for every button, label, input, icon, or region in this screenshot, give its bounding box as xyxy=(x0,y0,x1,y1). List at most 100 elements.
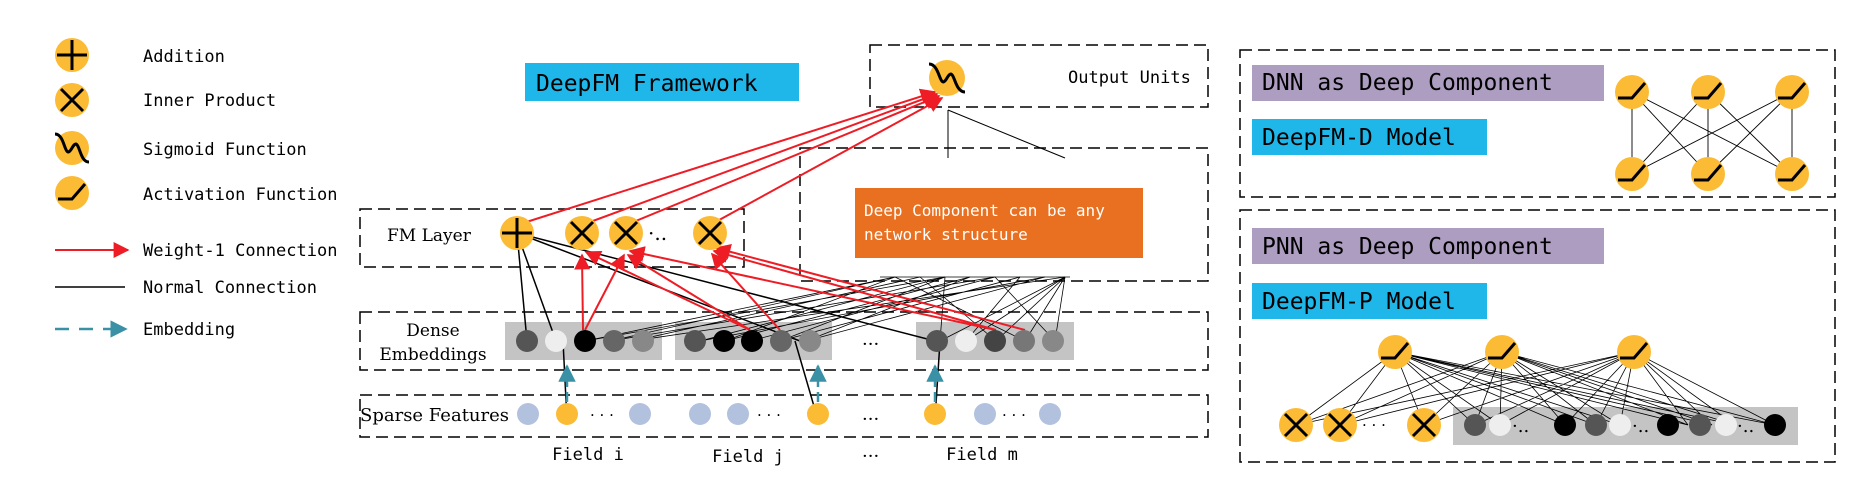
pnn-ellipsis: · · · xyxy=(1362,416,1386,434)
embedding-node xyxy=(632,330,654,352)
embedding-node xyxy=(574,330,596,352)
legend: Addition Inner Product Sigmoid Function … xyxy=(54,38,337,340)
sparse-node xyxy=(517,403,539,425)
embedding-node xyxy=(955,330,977,352)
fm-layer-box xyxy=(359,208,745,268)
activation-icon xyxy=(55,176,89,210)
fm-layer-label: FM Layer xyxy=(387,226,472,246)
dnn-title: DNN as Deep Component xyxy=(1262,70,1553,96)
pnn-title: PNN as Deep Component xyxy=(1262,234,1553,260)
embedding-node xyxy=(545,330,567,352)
legend-normal-label: Normal Connection xyxy=(143,278,317,298)
pnn-embedding-node xyxy=(1689,414,1711,436)
embedding-node xyxy=(926,330,948,352)
weight1-to-output xyxy=(516,88,944,226)
output-units-label: Output Units xyxy=(1068,68,1191,88)
pnn-embedding-node xyxy=(1657,414,1679,436)
dnn-model-box xyxy=(1252,119,1487,155)
pnn-embedding-node xyxy=(1554,414,1576,436)
sparse-node xyxy=(629,403,651,425)
dnn-connections xyxy=(1631,91,1793,175)
pnn-embedding-node xyxy=(1585,414,1607,436)
sparse-ellipsis: · · · xyxy=(1002,406,1026,424)
hidden-line-2 xyxy=(947,109,1066,159)
dnn-activation-node xyxy=(1775,75,1809,109)
weight1-embed-to-fm xyxy=(574,243,1026,331)
fm-inner-product-node xyxy=(693,216,727,250)
legend-inner-product-label: Inner Product xyxy=(143,91,276,111)
framework-title: DeepFM Framework xyxy=(536,71,758,97)
sparse-node xyxy=(974,403,996,425)
deep-note-line1: Deep Component can be any xyxy=(864,201,1105,220)
inner-product-icon xyxy=(55,83,89,117)
pnn-activation-node xyxy=(1485,335,1519,369)
sparse-node-active xyxy=(807,403,829,425)
embedding-node xyxy=(984,330,1006,352)
pnn-embedding-node xyxy=(1764,414,1786,436)
embedding-node xyxy=(603,330,625,352)
embedding-node xyxy=(770,330,792,352)
pnn-model-label: DeepFM-P Model xyxy=(1262,289,1456,315)
embedding-node xyxy=(684,330,706,352)
pnn-embedding-node xyxy=(1489,414,1511,436)
sparse-node-active xyxy=(924,403,946,425)
pnn-inner-product-node xyxy=(1279,408,1313,442)
pnn-embed-ellipsis: ·.. xyxy=(1632,416,1649,437)
embedding-node xyxy=(799,330,821,352)
fm-inner-product-node xyxy=(609,216,643,250)
sparse-ellipsis: · · · xyxy=(757,406,781,424)
sigmoid-icon xyxy=(54,131,90,165)
legend-activation-label: Activation Function xyxy=(143,185,337,205)
dnn-model-label: DeepFM-D Model xyxy=(1262,125,1456,151)
deep-input-connections xyxy=(584,276,1070,342)
dnn-panel-box xyxy=(1239,49,1836,198)
dnn-activation-node xyxy=(1615,75,1649,109)
fm-addition-node xyxy=(500,216,534,250)
pnn-connections xyxy=(1295,351,1776,426)
pnn-inner-product-node xyxy=(1323,408,1357,442)
fm-ellipsis: ·.. xyxy=(648,221,667,245)
embedding-node xyxy=(741,330,763,352)
dnn-panel: DNN as Deep Component DeepFM-D Model xyxy=(1239,49,1836,198)
embedding-node xyxy=(516,330,538,352)
output-sigmoid-node xyxy=(928,60,966,96)
embedding-node xyxy=(1013,330,1035,352)
embedding-node xyxy=(713,330,735,352)
main-framework: DeepFM Framework Output Units Deep Compo… xyxy=(359,44,1209,467)
deep-note-line2: network structure xyxy=(864,225,1028,244)
pnn-title-box xyxy=(1252,228,1604,264)
output-units-box xyxy=(869,44,1209,108)
field-j-label: Field j xyxy=(712,447,784,467)
sparse-ellipsis: · · · xyxy=(590,406,614,424)
legend-sigmoid-label: Sigmoid Function xyxy=(143,140,307,160)
legend-addition-label: Addition xyxy=(143,47,225,67)
embedding-arrows xyxy=(558,364,944,402)
fm-inner-product-node xyxy=(565,216,599,250)
dnn-activation-node xyxy=(1691,157,1725,191)
framework-title-box xyxy=(525,63,799,101)
pnn-activation-node xyxy=(1617,335,1651,369)
sparse-node xyxy=(689,403,711,425)
pnn-embedding-node xyxy=(1464,414,1486,436)
pnn-embedding-node xyxy=(1715,414,1737,436)
embed-ellipsis: ··· xyxy=(862,334,879,355)
legend-embedding-label: Embedding xyxy=(143,320,235,340)
pnn-embedding-node xyxy=(1609,414,1631,436)
sparse-node xyxy=(727,403,749,425)
sparse-features-box xyxy=(359,394,1209,438)
sparse-node xyxy=(1039,403,1061,425)
dnn-activation-node xyxy=(1615,157,1649,191)
pnn-inner-product-node xyxy=(1407,408,1441,442)
pnn-embed-ellipsis: ·.. xyxy=(1512,416,1529,437)
pnn-embed-ellipsis: ·.. xyxy=(1737,416,1754,437)
dnn-activation-node xyxy=(1775,157,1809,191)
embedding-node xyxy=(1042,330,1064,352)
dense-label-line2: Embeddings xyxy=(379,345,486,365)
sparse-features-label: Sparse Features xyxy=(360,405,509,426)
pnn-model-box xyxy=(1252,283,1487,319)
sparse-ellipsis: ··· xyxy=(862,409,879,430)
dense-label-line1: Dense xyxy=(406,321,459,341)
field-i-label: Field i xyxy=(552,445,624,465)
field-m-label: Field m xyxy=(946,445,1018,465)
